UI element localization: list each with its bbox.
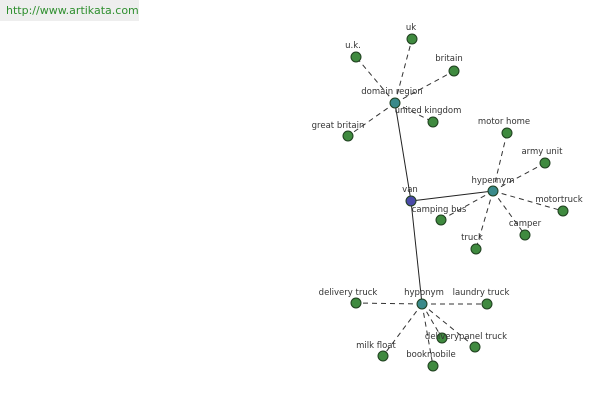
label-u-k: u.k. (345, 41, 361, 51)
node-panel-truck[interactable] (469, 341, 481, 353)
edge-van-hyponym (410, 200, 423, 305)
edge-hyponym-delivery (421, 303, 443, 339)
edge-hypernym-truck (475, 190, 494, 250)
edge-hyponym-bookmobile (421, 303, 434, 367)
label-delivery: delivery (425, 332, 459, 342)
node-army-unit[interactable] (539, 157, 551, 169)
node-truck[interactable] (470, 243, 482, 255)
graph-labels: van domain region hypernym hyponym uk u.k. bri… (312, 23, 583, 360)
node-hyponym[interactable] (416, 298, 428, 310)
node-delivery[interactable] (436, 332, 448, 344)
node-camping-bus[interactable] (435, 214, 447, 226)
edge-domain-region-britain (394, 70, 455, 104)
node-great-britain[interactable] (342, 130, 354, 142)
label-panel-truck: panel truck (459, 332, 507, 342)
edge-hypernym-motor-home (492, 132, 508, 192)
graph-nodes (342, 33, 569, 372)
node-united-kingdom[interactable] (427, 116, 439, 128)
label-uk: uk (406, 23, 416, 33)
label-hypernym: hypernym (471, 176, 514, 186)
label-truck: truck (461, 233, 483, 243)
label-army-unit: army unit (521, 147, 563, 157)
node-domain-region[interactable] (389, 97, 401, 109)
node-motortruck[interactable] (557, 205, 569, 217)
label-domain-region: domain region (361, 87, 422, 97)
edge-van-domain-region (394, 102, 412, 202)
edge-hypernym-camper (492, 190, 526, 236)
edge-hypernym-army-unit (492, 162, 546, 192)
label-laundry-truck: laundry truck (453, 288, 510, 298)
label-camper: camper (509, 219, 542, 229)
edge-domain-region-united-kingdom (394, 102, 434, 123)
label-van: van (402, 185, 418, 195)
node-laundry-truck[interactable] (481, 298, 493, 310)
node-bookmobile[interactable] (427, 360, 439, 372)
graph-edges (347, 38, 564, 367)
label-motortruck: motortruck (535, 195, 582, 205)
label-hyponym: hyponym (404, 288, 444, 298)
node-uk[interactable] (406, 33, 418, 45)
edge-van-hypernym (410, 190, 494, 202)
label-bookmobile: bookmobile (406, 350, 456, 360)
node-delivery-truck[interactable] (350, 297, 362, 309)
node-milk-float[interactable] (377, 350, 389, 362)
url-banner: http://www.artikata.com (0, 0, 139, 21)
node-britain[interactable] (448, 65, 460, 77)
label-great-britain: great britain (312, 121, 365, 131)
label-motor-home: motor home (478, 117, 530, 127)
label-united-kingdom: united kingdom (395, 106, 462, 116)
label-milk-float: milk float (356, 341, 396, 351)
edge-domain-region-u-k (355, 56, 396, 104)
node-motor-home[interactable] (501, 127, 513, 139)
edge-hypernym-camping-bus (440, 190, 494, 221)
label-camping-bus: camping bus (412, 205, 467, 215)
node-u-k[interactable] (350, 51, 362, 63)
label-delivery-truck: delivery truck (319, 288, 378, 298)
edge-hyponym-panel-truck (421, 303, 476, 348)
label-britain: britain (435, 54, 463, 64)
node-hypernym[interactable] (487, 185, 499, 197)
edge-domain-region-uk (394, 38, 413, 104)
node-van[interactable] (405, 195, 417, 207)
edge-hyponym-milk-float (382, 303, 423, 357)
edge-hyponym-delivery-truck (355, 302, 423, 305)
node-camper[interactable] (519, 229, 531, 241)
edge-domain-region-great-britain (347, 102, 396, 137)
edge-hypernym-motortruck (492, 190, 564, 212)
site-url-link[interactable]: http://www.artikata.com (6, 4, 139, 17)
